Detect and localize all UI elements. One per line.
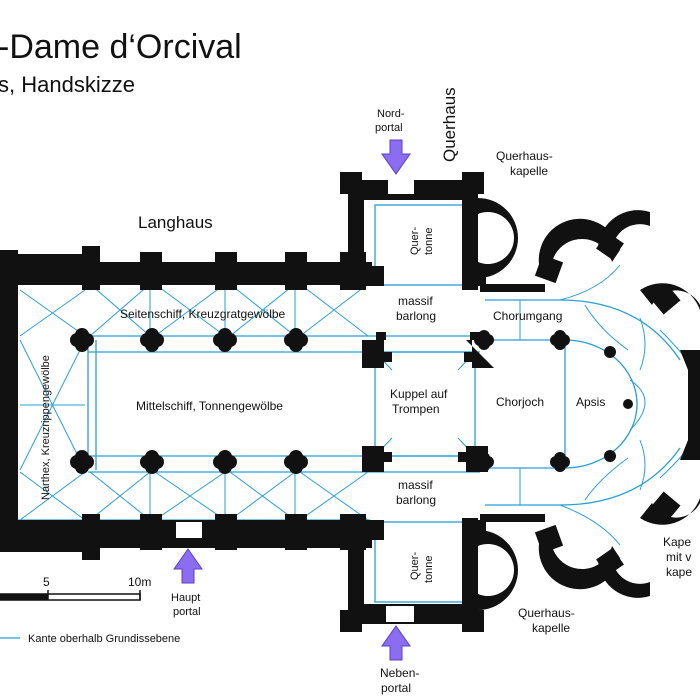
- label-kuppel-1: Kuppel auf: [390, 387, 448, 401]
- label-langhaus: Langhaus: [138, 213, 213, 232]
- label-hauptportal-2: portal: [173, 606, 201, 618]
- walls: [0, 172, 700, 632]
- label-narthex: Narthex, Kreuzrippengewölbe: [40, 355, 52, 500]
- nebenportal-arrow: [381, 625, 411, 661]
- scale-bar: 5 10m: [0, 575, 151, 601]
- plan-subtitle: s, Handskizze: [0, 72, 135, 97]
- hauptportal-arrow: [173, 548, 203, 584]
- label-quertonne-bottom-1: Quer-: [409, 552, 421, 580]
- label-querhauskapelle-top-1: Querhaus-: [496, 149, 553, 163]
- label-seitenschiff: Seitenschiff, Kreuzgratgewölbe: [120, 307, 286, 321]
- label-nebenportal-2: portal: [381, 681, 411, 695]
- label-querhauskapelle-bottom-1: Querhaus-: [518, 606, 575, 620]
- label-hauptportal-1: Haupt: [171, 592, 200, 604]
- portal-arrows: [173, 139, 411, 661]
- label-massif-top-2: barlong: [396, 309, 436, 323]
- label-nebenportal-1: Neben-: [380, 666, 419, 680]
- label-massif-top-1: massif: [398, 294, 433, 308]
- label-chorumgang: Chorumgang: [493, 309, 562, 323]
- label-kapelle-3: kape: [666, 565, 692, 579]
- label-quertonne-top-1: Quer-: [409, 227, 421, 255]
- scale-tick-10: 10m: [128, 575, 151, 589]
- label-apsis: Apsis: [576, 395, 605, 409]
- scale-tick-5: 5: [43, 575, 50, 589]
- label-querhauskapelle-bottom-2: kapelle: [532, 621, 570, 635]
- label-massif-bottom-2: barlong: [396, 493, 436, 507]
- label-kapelle-1: Kape: [663, 535, 691, 549]
- label-kuppel-2: Trompen: [392, 402, 440, 416]
- label-chorjoch: Chorjoch: [496, 395, 544, 409]
- labels: Langhaus Querhaus Querhaus- kapelle Quer…: [28, 87, 692, 695]
- label-nordportal-2: portal: [375, 122, 403, 134]
- nave-piers: [70, 328, 633, 474]
- plan-title: -Dame d‘Orcival: [0, 28, 242, 66]
- label-massif-bottom-1: massif: [398, 478, 433, 492]
- label-kapelle-2: mit v: [666, 550, 691, 564]
- label-quertonne-bottom-2: tonne: [423, 555, 435, 583]
- label-querhauskapelle-top-2: kapelle: [510, 164, 548, 178]
- nordportal-arrow: [381, 139, 411, 175]
- label-quertonne-top-2: tonne: [423, 227, 435, 255]
- label-mittelschiff: Mittelschiff, Tonnengewölbe: [136, 399, 283, 413]
- legend-rib-line: Kante oberhalb Grundissebene: [28, 633, 180, 645]
- label-querhaus: Querhaus: [440, 87, 459, 162]
- label-nordportal-1: Nord-: [377, 108, 405, 120]
